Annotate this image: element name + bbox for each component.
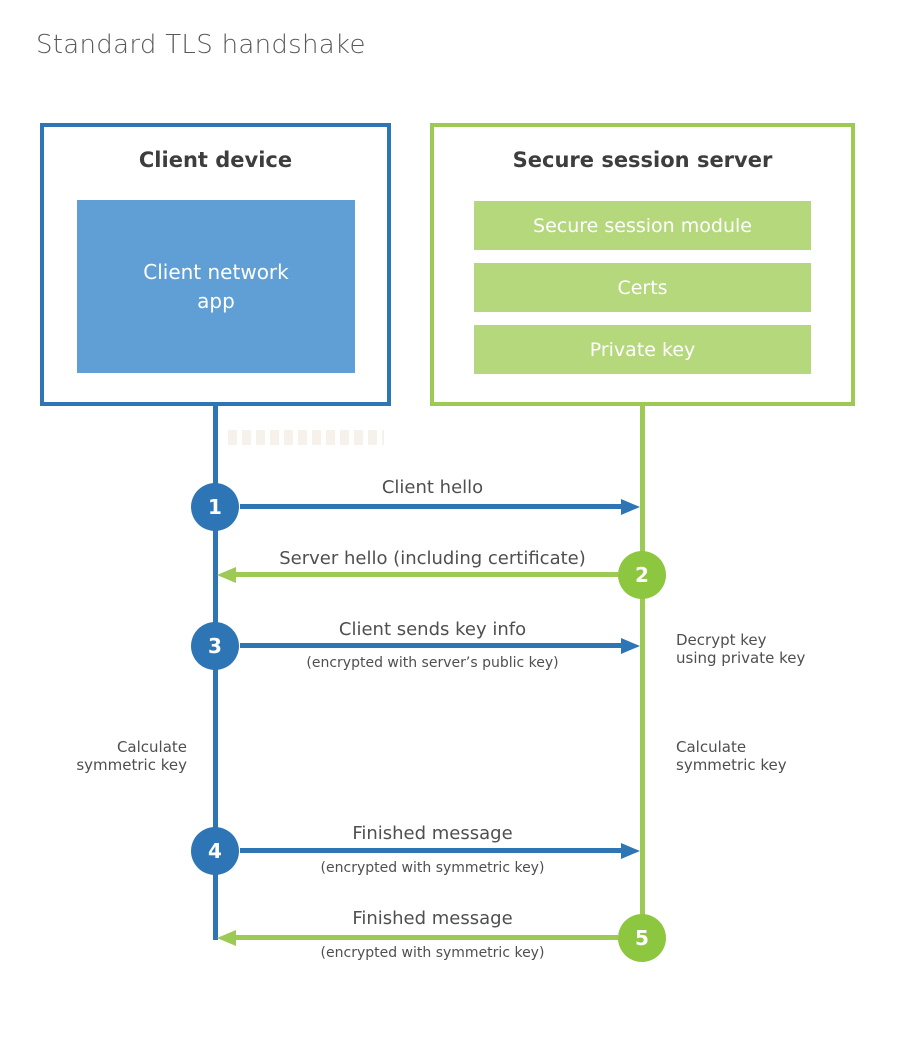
- note-calculate-symmetric-key-server: Calculate symmetric key: [676, 738, 787, 774]
- step5-sublabel: (encrypted with symmetric key): [320, 945, 545, 961]
- server-module-secure-session: Secure session module: [474, 201, 811, 250]
- step2-label: Server hello (including certificate): [279, 548, 586, 569]
- step3-sublabel: (encrypted with server’s public key): [306, 655, 559, 671]
- step3-arrowhead-right-icon: [621, 638, 640, 654]
- client-lifeline: [213, 404, 218, 940]
- client-network-app-rect: Client network app: [77, 200, 355, 373]
- step4-sublabel: (encrypted with symmetric key): [320, 860, 545, 876]
- step4-arrowhead-right-icon: [621, 843, 640, 859]
- server-module-private-key: Private key: [474, 325, 811, 374]
- server-lifeline: [640, 404, 645, 938]
- step5-circle: 5: [618, 914, 666, 962]
- step5-arrow: [235, 935, 618, 940]
- note-calculate-symmetric-key-client: Calculate symmetric key: [76, 738, 187, 774]
- step1-label: Client hello: [381, 477, 484, 498]
- step3-circle: 3: [191, 622, 239, 670]
- step4-label: Finished message: [352, 823, 513, 844]
- secure-session-server-box: Secure session server Secure session mod…: [430, 123, 855, 406]
- server-module-certs: Certs: [474, 263, 811, 312]
- step4-arrow: [240, 848, 622, 853]
- step5-arrowhead-left-icon: [217, 930, 236, 946]
- step2-arrow: [235, 572, 618, 577]
- step4-circle: 4: [191, 827, 239, 875]
- step1-arrowhead-right-icon: [621, 499, 640, 515]
- step1-arrow: [240, 504, 622, 509]
- client-device-title: Client device: [138, 148, 293, 172]
- faint-dash-artifact: [228, 430, 384, 445]
- page-title: Standard TLS handshake: [36, 30, 366, 60]
- step5-label: Finished message: [352, 908, 513, 929]
- client-network-app-label: Client network app: [143, 259, 289, 313]
- step2-arrowhead-left-icon: [217, 567, 236, 583]
- client-device-box: Client device Client network app: [40, 123, 391, 406]
- note-decrypt-key: Decrypt key using private key: [676, 631, 806, 667]
- step2-circle: 2: [618, 551, 666, 599]
- secure-session-server-title: Secure session server: [512, 148, 773, 172]
- step3-label: Client sends key info: [338, 619, 527, 640]
- step1-circle: 1: [191, 483, 239, 531]
- step3-arrow: [240, 643, 622, 648]
